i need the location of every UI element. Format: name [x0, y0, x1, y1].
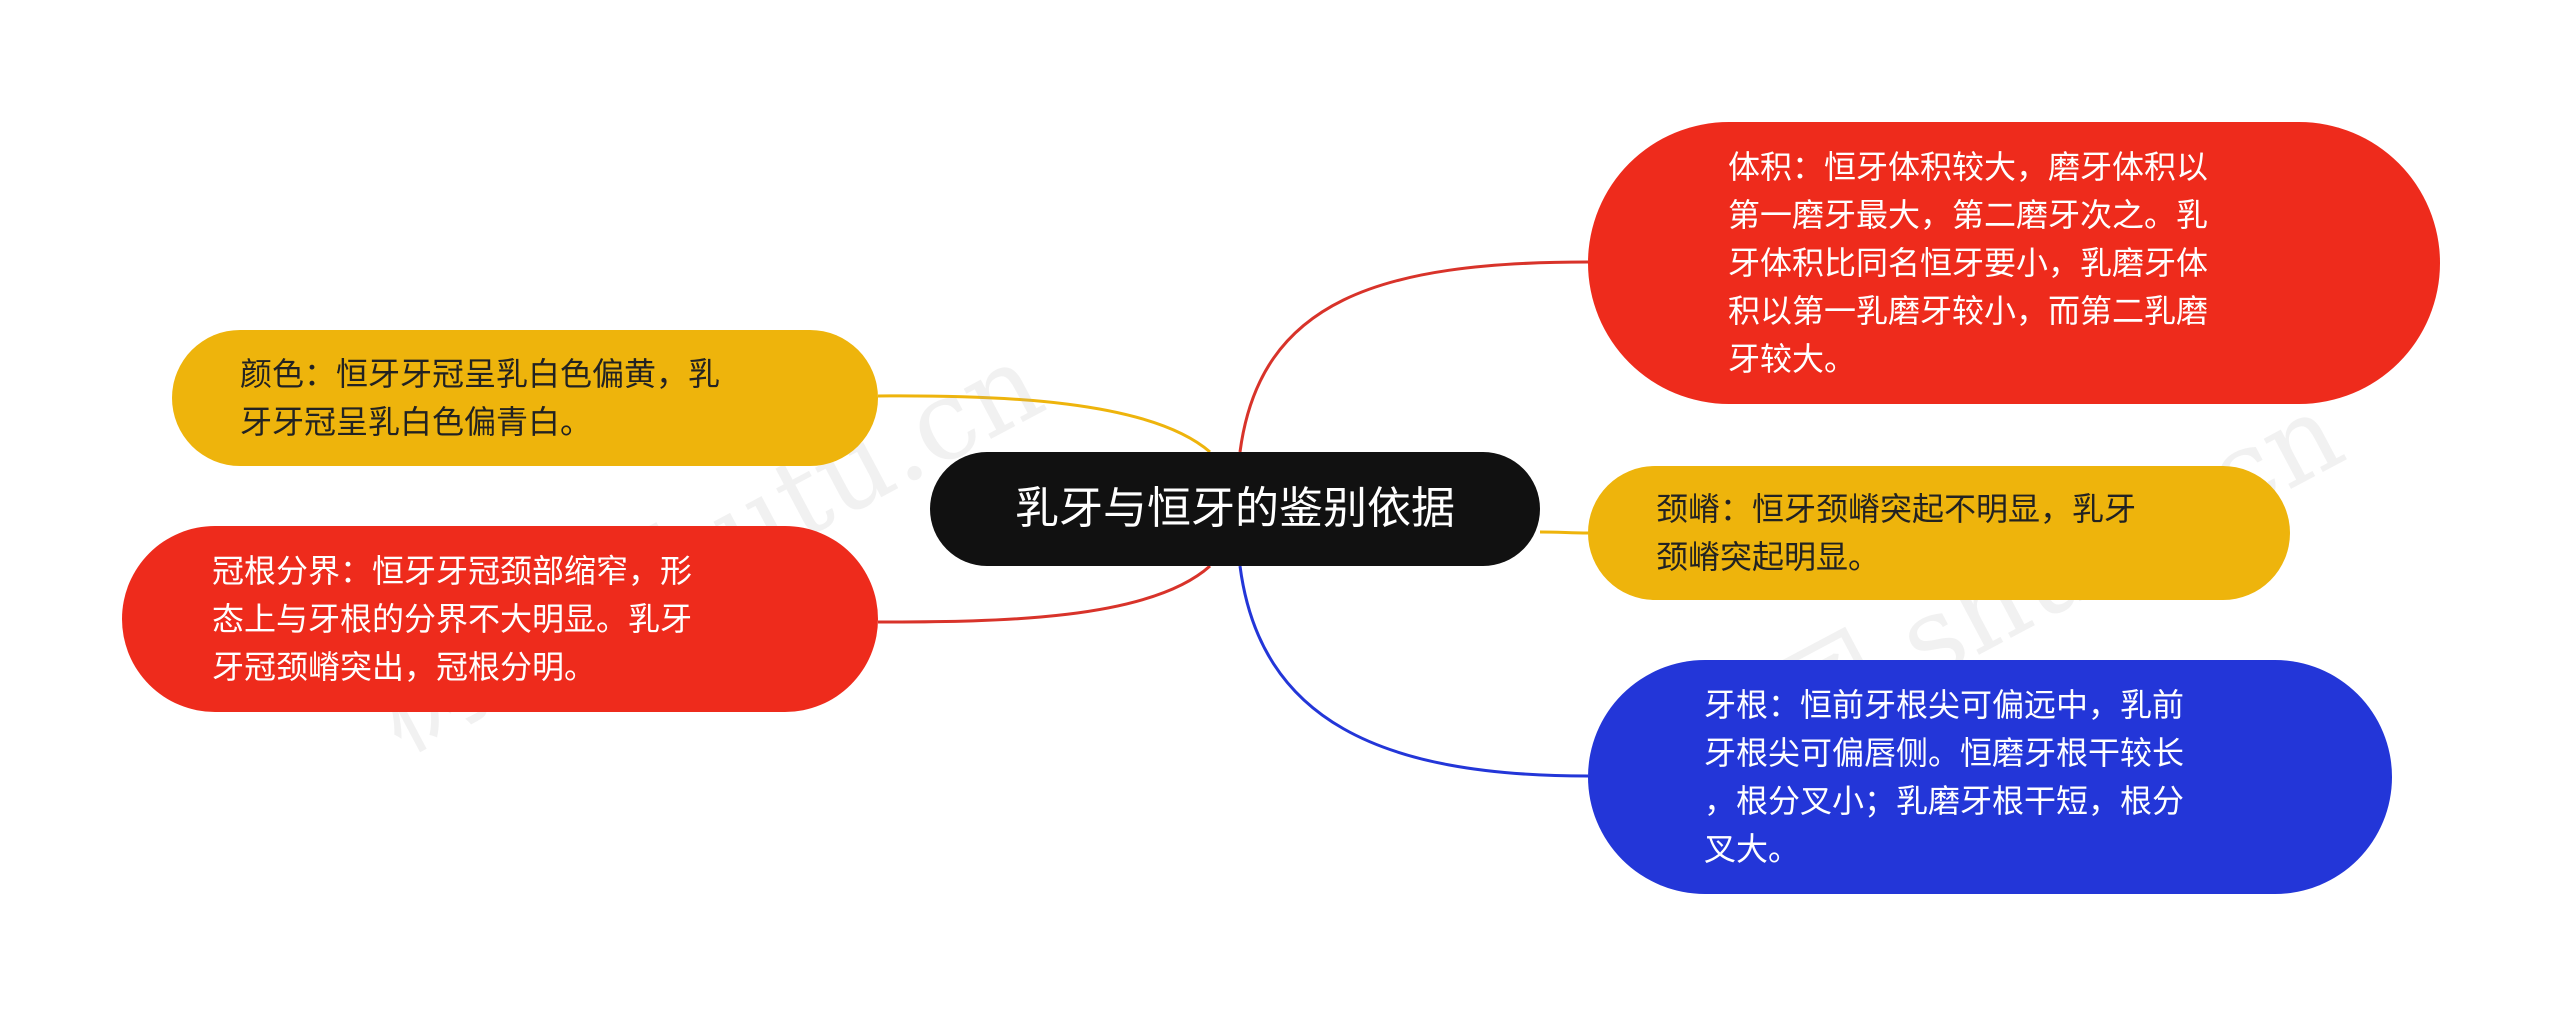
branch-root[interactable]: 牙根：恒前牙根尖可偏远中，乳前 牙根尖可偏唇侧。恒磨牙根干较长 ，根分叉小；乳磨…	[1588, 660, 2392, 894]
branch-boundary-text: 冠根分界：恒牙牙冠颈部缩窄，形 态上与牙根的分界不大明显。乳牙 牙冠颈嵴突出，冠…	[212, 552, 693, 686]
connector-volume	[1238, 260, 1589, 453]
branch-color[interactable]: 颜色：恒牙牙冠呈乳白色偏黄，乳 牙牙冠呈乳白色偏青白。	[172, 330, 878, 466]
branch-volume[interactable]: 体积：恒牙体积较大，磨牙体积以 第一磨牙最大，第二磨牙次之。乳 牙体积比同名恒牙…	[1588, 122, 2440, 404]
connector-color	[877, 394, 1211, 454]
connector-ridge	[1539, 530, 1589, 535]
branch-cervical-ridge[interactable]: 颈嵴：恒牙颈嵴突起不明显，乳牙 颈嵴突起明显。	[1588, 466, 2290, 600]
connector-root	[1238, 565, 1589, 778]
central-topic[interactable]: 乳牙与恒牙的鉴别依据	[930, 452, 1540, 566]
connector-boundary	[877, 564, 1212, 624]
branch-crown-root-boundary[interactable]: 冠根分界：恒牙牙冠颈部缩窄，形 态上与牙根的分界不大明显。乳牙 牙冠颈嵴突出，冠…	[122, 526, 878, 712]
branch-volume-text: 体积：恒牙体积较大，磨牙体积以 第一磨牙最大，第二磨牙次之。乳 牙体积比同名恒牙…	[1728, 148, 2209, 378]
central-topic-label: 乳牙与恒牙的鉴别依据	[1015, 483, 1455, 534]
branch-ridge-text: 颈嵴：恒牙颈嵴突起不明显，乳牙 颈嵴突起明显。	[1656, 490, 2137, 576]
branch-root-text: 牙根：恒前牙根尖可偏远中，乳前 牙根尖可偏唇侧。恒磨牙根干较长 ，根分叉小；乳磨…	[1704, 686, 2185, 868]
branch-color-text: 颜色：恒牙牙冠呈乳白色偏黄，乳 牙牙冠呈乳白色偏青白。	[240, 355, 721, 441]
